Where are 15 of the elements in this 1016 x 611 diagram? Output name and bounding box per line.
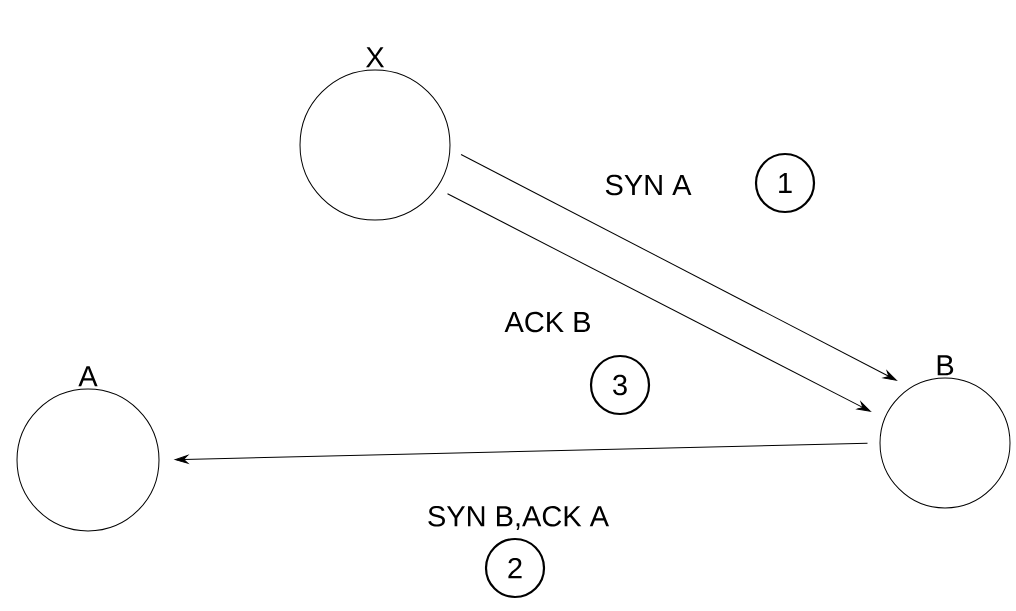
edge-label: SYN A — [603, 173, 693, 197]
arrow — [460, 154, 897, 381]
node-label: A — [78, 366, 98, 387]
arrow — [447, 193, 871, 412]
node-label: B — [937, 355, 954, 376]
step-number: 1 — [754, 152, 816, 214]
step-number: 3 — [589, 354, 651, 416]
node-label: X — [365, 47, 385, 68]
edge-label: SYN B,ACK A — [425, 505, 611, 531]
circle-node: X — [299, 47, 451, 221]
edge-label: ACK B — [504, 311, 590, 333]
arrow — [174, 442, 868, 464]
circle-node: B — [879, 355, 1011, 509]
circle-node: A — [16, 366, 160, 532]
step-number: 2 — [484, 537, 546, 599]
